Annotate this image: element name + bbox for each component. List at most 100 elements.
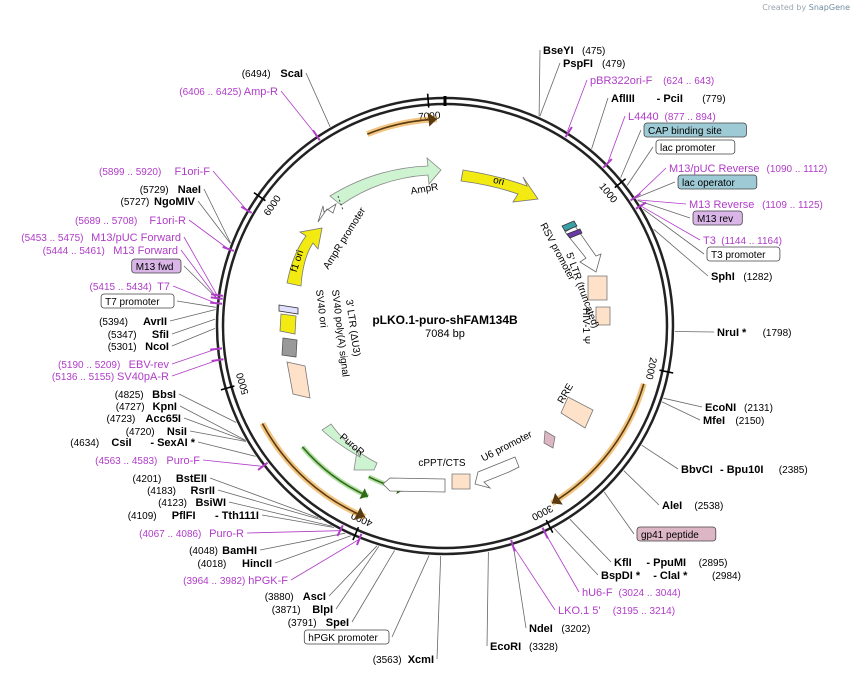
primer-site-mark <box>312 129 321 141</box>
site-name: L4440 <box>628 111 659 123</box>
site-label-sfii[interactable]: SfiI(5347) <box>108 329 169 341</box>
site-label-m13fwdbox[interactable]: M13 fwd <box>131 258 182 274</box>
site-label-ampr_p[interactable]: Amp-R(6406 .. 6425) <box>179 86 278 98</box>
leader-nsii <box>189 430 247 442</box>
site-name: Amp-R <box>244 86 278 98</box>
outer-feature-arcs <box>259 112 647 520</box>
site-label-m13pucrev[interactable]: M13/pUC Reverse(1090 .. 1112) <box>669 163 827 175</box>
site-name: BamHI <box>222 545 257 557</box>
site-label-bbsi[interactable]: BbsI(4825) <box>115 389 176 401</box>
site-label-t3[interactable]: T3(1144 .. 1164) <box>703 235 782 247</box>
site-label-f1orir[interactable]: F1ori-R(5689 .. 5708) <box>75 215 186 227</box>
site-position: (4634) <box>70 438 99 449</box>
site-label-ngomiv[interactable]: NgoMIV(5727) <box>120 196 195 208</box>
site-label-acc65i[interactable]: Acc65I(4723) <box>106 413 181 425</box>
leader-lacprom <box>626 146 654 186</box>
site-label-cap[interactable]: CAP binding site <box>643 122 747 138</box>
site-label-sphi[interactable]: SphI(1282) <box>711 271 772 283</box>
site-label-hpgkf[interactable]: hPGK-F(3964 .. 3982) <box>183 575 288 587</box>
primer-site-mark <box>211 358 224 363</box>
site-label-m13reverse[interactable]: M13 Reverse(1109 .. 1125) <box>689 199 823 211</box>
site-label-afliii[interactable]: AflIII- PciI(779) <box>611 93 726 105</box>
site-label-kpni[interactable]: KpnI(4727) <box>116 401 177 413</box>
site-label-rsrii[interactable]: RsrII(4183) <box>147 485 215 497</box>
leader-hu6f <box>544 532 580 593</box>
sv40-ori-bar <box>278 304 299 315</box>
site-name-alt: - PpuMI <box>646 557 686 569</box>
feature-box-label: T7 promoter <box>105 297 160 308</box>
site-label-pbr322[interactable]: pBR322ori-F(624 .. 643) <box>590 75 714 87</box>
site-position: (4201) <box>132 474 161 485</box>
site-label-purof[interactable]: Puro-F(4563 .. 4583) <box>95 455 200 467</box>
site-label-t7prom[interactable]: T7 promoter <box>100 293 175 309</box>
site-label-xcmi[interactable]: XcmI(3563) <box>373 654 434 666</box>
site-name: NcoI <box>145 341 169 353</box>
site-label-ndei[interactable]: NdeI(3202) <box>529 623 590 635</box>
site-label-naei[interactable]: NaeI(5729) <box>140 184 201 196</box>
site-label-puror[interactable]: Puro-R(4067 .. 4086) <box>139 528 244 540</box>
site-label-asci[interactable]: AscI(3880) <box>265 591 326 603</box>
site-label-nrui[interactable]: NruI *(1798) <box>717 327 792 339</box>
site-label-bspdi[interactable]: BspDI *- ClaI *(2984) <box>601 570 741 582</box>
site-label-m13pucfwd[interactable]: M13/pUC Forward(5453 .. 5475) <box>21 232 181 244</box>
site-label-hincii[interactable]: HincII(4018) <box>197 558 272 570</box>
site-label-alei[interactable]: AleI(2538) <box>662 500 723 512</box>
site-label-l4440[interactable]: L4440(877 .. 894) <box>628 111 716 123</box>
site-position: (5729) <box>140 185 169 196</box>
site-label-blpi[interactable]: BlpI(3871) <box>272 604 333 616</box>
label-leader-lines <box>169 49 715 660</box>
site-label-sv40pa[interactable]: SV40pA-R(5136 .. 5155) <box>52 371 169 383</box>
leader-f1orif <box>212 170 247 211</box>
site-label-hpgkprom[interactable]: hPGK promoter <box>303 629 390 645</box>
site-label-econi[interactable]: EcoNI(2131) <box>705 402 773 414</box>
leader-acc65i <box>183 417 246 442</box>
site-position: (5727) <box>120 197 149 208</box>
site-label-bamhi[interactable]: BamHI(4048) <box>189 545 257 557</box>
ampr-divider <box>337 195 344 211</box>
site-label-t3prom[interactable]: T3 promoter <box>706 246 781 262</box>
site-label-bsteii[interactable]: BstEII(4201) <box>132 473 207 485</box>
ori-arrow <box>460 169 539 203</box>
site-label-m13rev[interactable]: M13 rev <box>692 210 743 226</box>
leader-bsteii <box>209 477 319 519</box>
site-label-ecori[interactable]: EcoRI(3328) <box>490 641 558 653</box>
primer-site-mark <box>541 527 549 539</box>
site-label-bsiwi[interactable]: BsiWI(4123) <box>158 497 226 509</box>
site-label-t7[interactable]: T7(5415 .. 5434) <box>90 281 170 293</box>
site-position: (475) <box>582 46 605 57</box>
rre-box <box>560 396 594 429</box>
amprprom-label: AmpR promoter <box>322 205 369 271</box>
site-label-m13forward[interactable]: M13 Forward(5444 .. 5461) <box>43 245 178 257</box>
site-label-nsii[interactable]: NsiI(4720) <box>126 426 187 438</box>
site-label-f1orif[interactable]: F1ori-F(5899 .. 5920) <box>99 166 210 178</box>
site-label-csii[interactable]: - SexAI *CsiI(4634) <box>70 437 195 449</box>
site-label-bbvci[interactable]: BbvCI- Bpu10I(2385) <box>681 464 808 476</box>
cppt-label: cPPT/CTS <box>418 458 466 469</box>
site-name: SphI <box>711 271 735 283</box>
site-label-pspfi[interactable]: PspFI(479) <box>563 58 625 70</box>
site-label-ncoi[interactable]: NcoI(5301) <box>108 341 169 353</box>
site-label-ebvrev[interactable]: EBV-rev(5190 .. 5209) <box>58 359 169 371</box>
site-label-scai[interactable]: ScaI(6494) <box>242 68 303 80</box>
site-label-hu6f[interactable]: hU6-F(3024 .. 3044) <box>582 587 681 599</box>
primer-site-mark <box>211 293 224 297</box>
site-label-lacprom[interactable]: lac promoter <box>655 139 736 155</box>
site-label-mfei[interactable]: MfeI(2150) <box>703 415 764 427</box>
site-label-lko15[interactable]: LKO.1 5'(3195 .. 3214) <box>558 605 675 617</box>
site-label-avrii[interactable]: AvrII(5394) <box>99 316 167 328</box>
site-name: SfiI <box>152 329 169 341</box>
primer-site-mark <box>210 301 223 305</box>
site-position: (5899 .. 5920) <box>99 167 161 178</box>
site-label-lacop[interactable]: lac operator <box>677 174 758 190</box>
site-label-kfli[interactable]: KflI- PpuMI(2895) <box>614 557 728 569</box>
site-name: EcoRI <box>490 641 521 653</box>
site-label-gp41[interactable]: gp41 peptide <box>636 526 717 542</box>
site-label-spei[interactable]: SpeI(3791) <box>288 617 349 629</box>
leader-pbr322 <box>567 79 588 132</box>
site-name: Acc65I <box>146 413 181 425</box>
site-label-bseyi[interactable]: BseYI(475) <box>543 45 605 57</box>
u6prom-label: U6 promoter <box>480 429 535 464</box>
plasmid-name: pLKO.1-puro-shFAM134B <box>372 313 518 327</box>
site-position: (6494) <box>242 69 271 80</box>
